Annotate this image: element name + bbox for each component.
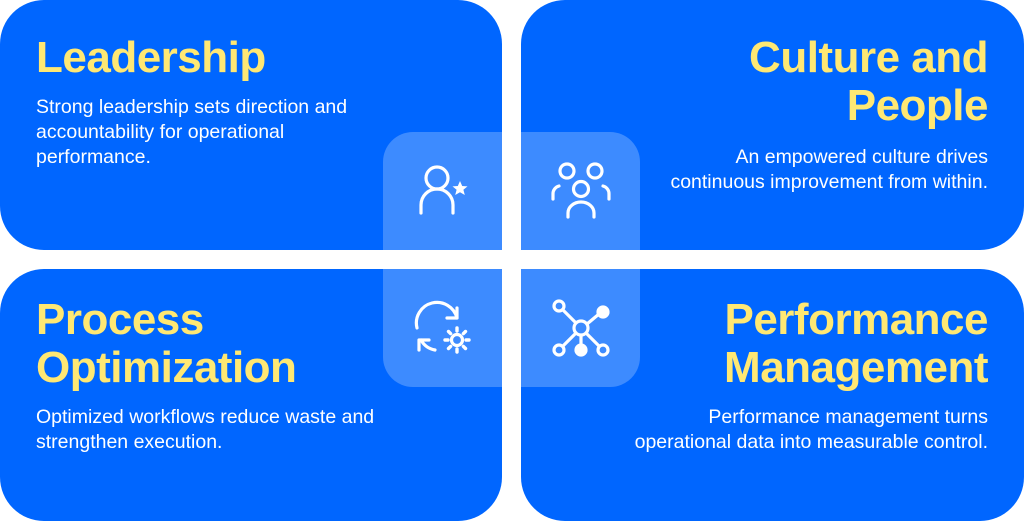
culture-people-card: Culture and People An empowered culture … bbox=[521, 0, 1024, 250]
performance-management-card: Performance Management Performance manag… bbox=[521, 269, 1024, 521]
leadership-icon-tile bbox=[383, 132, 502, 250]
leadership-card: Leadership Strong leadership sets direct… bbox=[0, 0, 502, 250]
process-optimization-title: Process Optimization bbox=[36, 295, 297, 392]
hub-network-icon bbox=[551, 299, 610, 357]
process-optimization-description: Optimized workflows reduce waste and str… bbox=[36, 406, 375, 453]
leadership-title: Leadership bbox=[36, 33, 266, 82]
performance-management-icon-tile bbox=[521, 269, 640, 387]
culture-people-title-line2: People bbox=[846, 81, 989, 130]
process-optimization-title-line2: Optimization bbox=[36, 343, 297, 392]
process-optimization-card: Process Optimization Optimized workflows… bbox=[0, 269, 502, 521]
performance-management-title: Performance Management bbox=[724, 296, 988, 392]
process-optimization-title-line1: Process bbox=[36, 295, 204, 344]
leadership-description: Strong leadership sets direction and acc… bbox=[36, 96, 348, 168]
refresh-gear-icon bbox=[414, 300, 471, 354]
users-group-icon bbox=[550, 162, 611, 219]
culture-people-title-line1: Culture and bbox=[749, 33, 988, 82]
performance-management-description: Performance management turns operational… bbox=[634, 406, 988, 453]
process-optimization-icon-tile bbox=[383, 269, 502, 387]
culture-people-title: Culture and People bbox=[749, 34, 988, 130]
culture-people-description: An empowered culture drives continuous i… bbox=[670, 146, 988, 193]
user-star-icon bbox=[418, 165, 467, 215]
performance-management-title-line1: Performance bbox=[724, 295, 988, 344]
performance-management-title-line2: Management bbox=[724, 343, 988, 392]
culture-people-icon-tile bbox=[521, 132, 640, 250]
